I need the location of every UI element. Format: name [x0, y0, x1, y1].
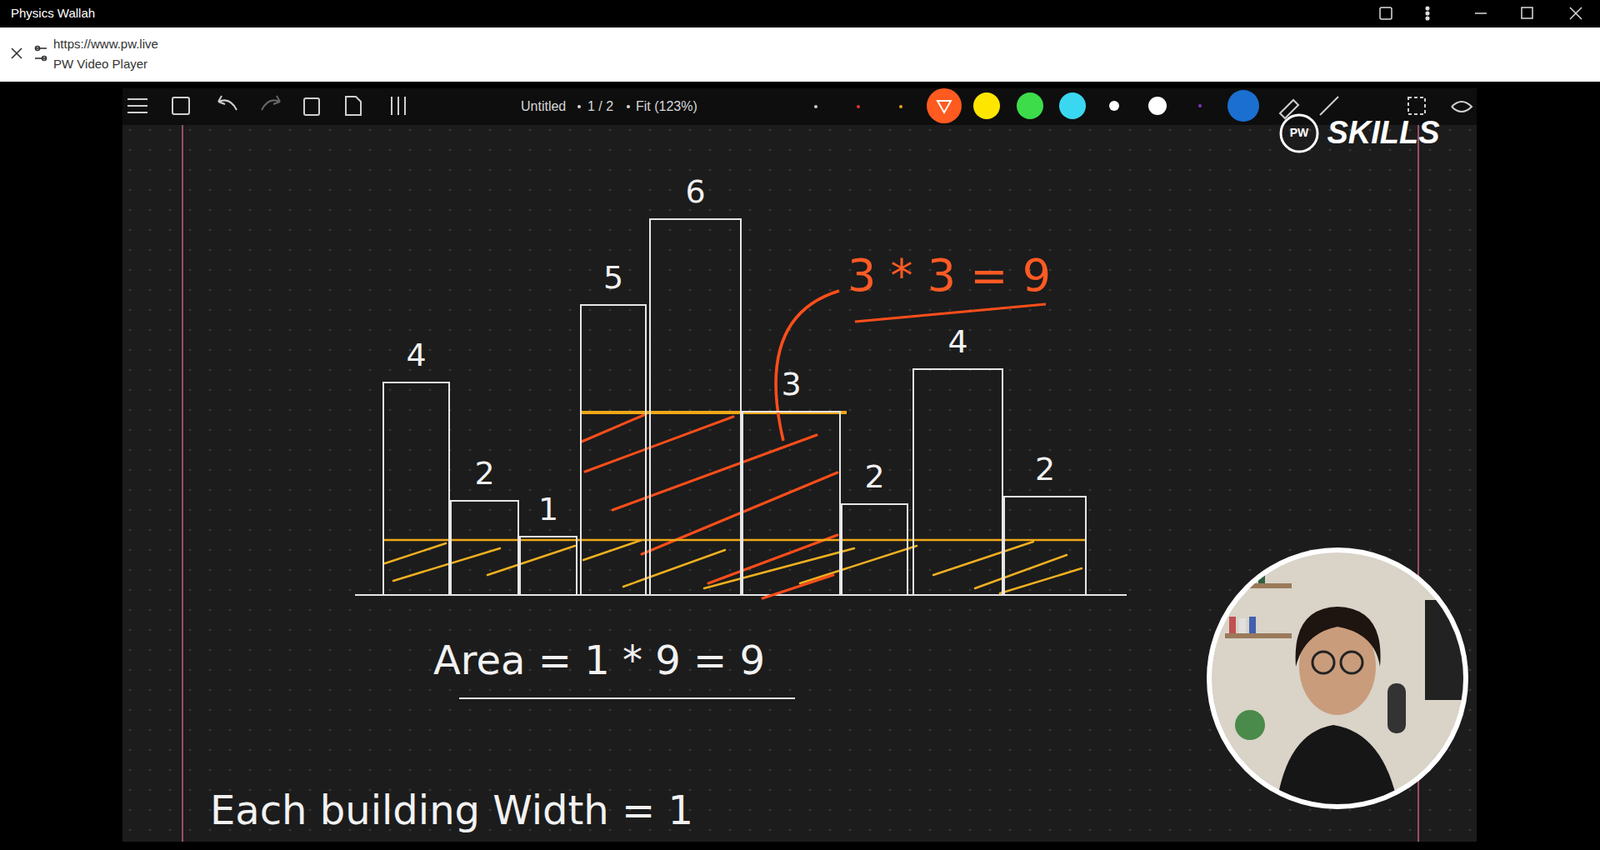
histogram-bar: 6	[649, 218, 742, 595]
webcam	[1200, 541, 1475, 817]
bar-height: 3	[780, 365, 801, 403]
histogram-bar: 2	[840, 503, 909, 595]
title-bar	[0, 0, 1600, 28]
label: PW	[1290, 126, 1310, 140]
app-toolbar	[122, 88, 1477, 125]
histogram-bar: 4	[912, 368, 1004, 595]
label: Area = 1 * 9 = 9	[433, 638, 765, 683]
bar-height: 6	[685, 173, 705, 210]
bar-height: 4	[405, 336, 426, 374]
label: 1 / 2	[587, 99, 614, 115]
underline	[459, 697, 795, 700]
hatch-red	[581, 414, 838, 599]
margin-line	[181, 125, 184, 842]
histogram-bar: 2	[1003, 495, 1087, 595]
window-controls	[1380, 6, 1582, 20]
label: Untitled	[520, 99, 566, 115]
canvas	[122, 88, 1477, 842]
logo-ring	[1280, 115, 1318, 152]
level-line	[382, 539, 1087, 542]
histogram-bar: 2	[450, 500, 520, 595]
label: PW Video Player	[53, 57, 148, 72]
bar-height: 4	[947, 323, 968, 360]
address-icons	[11, 46, 47, 61]
label: Physics Wallah	[10, 6, 95, 21]
bar-height: 2	[864, 458, 885, 495]
label: 3 * 3 = 9	[847, 250, 1051, 300]
label: Each building Width = 1	[210, 788, 694, 833]
bar-height: 1	[538, 490, 559, 528]
histogram-bar: 1	[519, 535, 578, 595]
bar-height: 5	[603, 259, 624, 296]
histogram-bar: 3	[741, 410, 841, 595]
label: https://www.pw.live	[53, 37, 159, 52]
toolbar-icons	[127, 95, 1472, 119]
webcam-ring	[1209, 550, 1466, 807]
label: Fit (123%)	[635, 99, 698, 115]
address-bar	[0, 27, 1600, 82]
bar-height: 2	[474, 455, 495, 492]
underline	[855, 304, 1046, 322]
separator-dot	[577, 105, 581, 109]
bar-height: 2	[1035, 450, 1055, 488]
dot-grid	[122, 125, 1477, 842]
hatch-yellow	[385, 540, 1082, 594]
histogram-bar: 4	[382, 381, 450, 595]
histogram-bar: 5	[580, 304, 647, 595]
separator-dot	[626, 105, 630, 109]
toolbar-colors	[814, 88, 1260, 124]
label: SKILLS	[1326, 115, 1440, 151]
callout-curve	[775, 290, 840, 441]
